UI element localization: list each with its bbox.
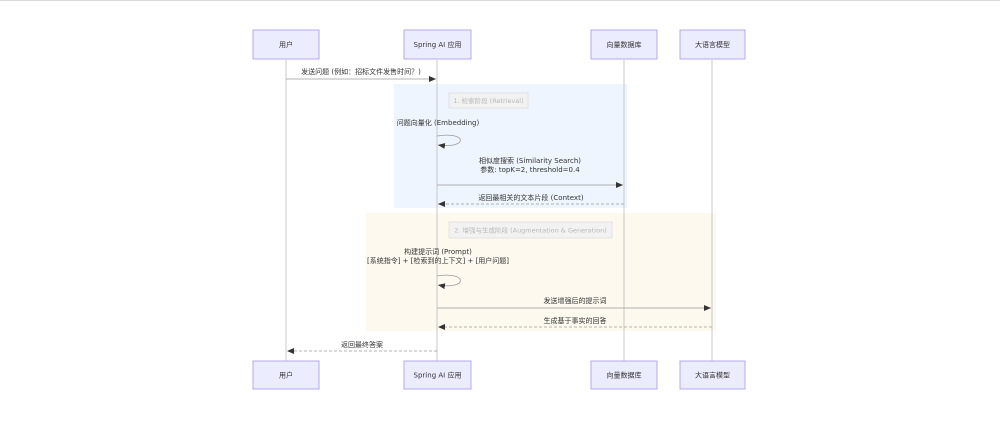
actor-spring-ai-app-bottom[interactable] [403,360,472,390]
msg-embed-arrow [436,134,461,149]
actor-user-bottom[interactable] [252,360,320,390]
msg-ask-label: 发送问题 (例如：招标文件发售时间？) [301,67,421,76]
actor-vector-db-bottom[interactable] [590,360,658,390]
actor-user-top-label: 用户 [279,40,293,49]
msg-prompt-arrow [436,274,461,290]
msg-embed-label: 问题向量化 (Embedding) [397,118,480,127]
retrieval-note-label: 1. 检索阶段 (Retrieval) [453,96,523,105]
msg-search-label-2: 参数: topK=2, threshold=0.4 [480,165,580,174]
actor-vector-db-bottom-label: 向量数据库 [607,371,642,380]
msg-prompt-label-2: [系统指令] + [检索到的上下文] + [用户问题] [367,256,509,265]
actor-spring-ai-app-bottom-label: Spring AI 应用 [414,371,462,380]
actor-spring-ai-app-top[interactable] [403,29,472,60]
msg-answer-label: 生成基于事实的回答 [544,316,607,325]
actor-user-top[interactable] [252,29,320,60]
actor-spring-ai-app-top-label: Spring AI 应用 [414,40,462,49]
generation-note [448,221,613,239]
actor-llm-top[interactable] [679,29,746,60]
msg-context-label: 返回最相关的文本片段 (Context) [478,193,583,202]
actor-llm-bottom-label: 大语言模型 [695,371,730,380]
msg-prompt-label-1: 构建提示词 (Prompt) [404,247,472,256]
actor-vector-db-top-label: 向量数据库 [607,40,642,49]
msg-search-label-1: 相似度搜索 (Similarity Search) [479,156,581,165]
actor-vector-db-top[interactable] [590,29,658,60]
actor-llm-bottom[interactable] [679,360,746,390]
generation-note-label: 2. 增强与生成阶段 (Augmentation & Generation) [454,226,607,235]
retrieval-note [448,92,529,109]
top-divider [0,0,1000,1]
actor-llm-top-label: 大语言模型 [695,40,730,49]
msg-final-label: 返回最终答案 [341,340,383,349]
actor-user-bottom-label: 用户 [279,371,293,380]
msg-send-label: 发送增强后的提示词 [544,296,607,305]
